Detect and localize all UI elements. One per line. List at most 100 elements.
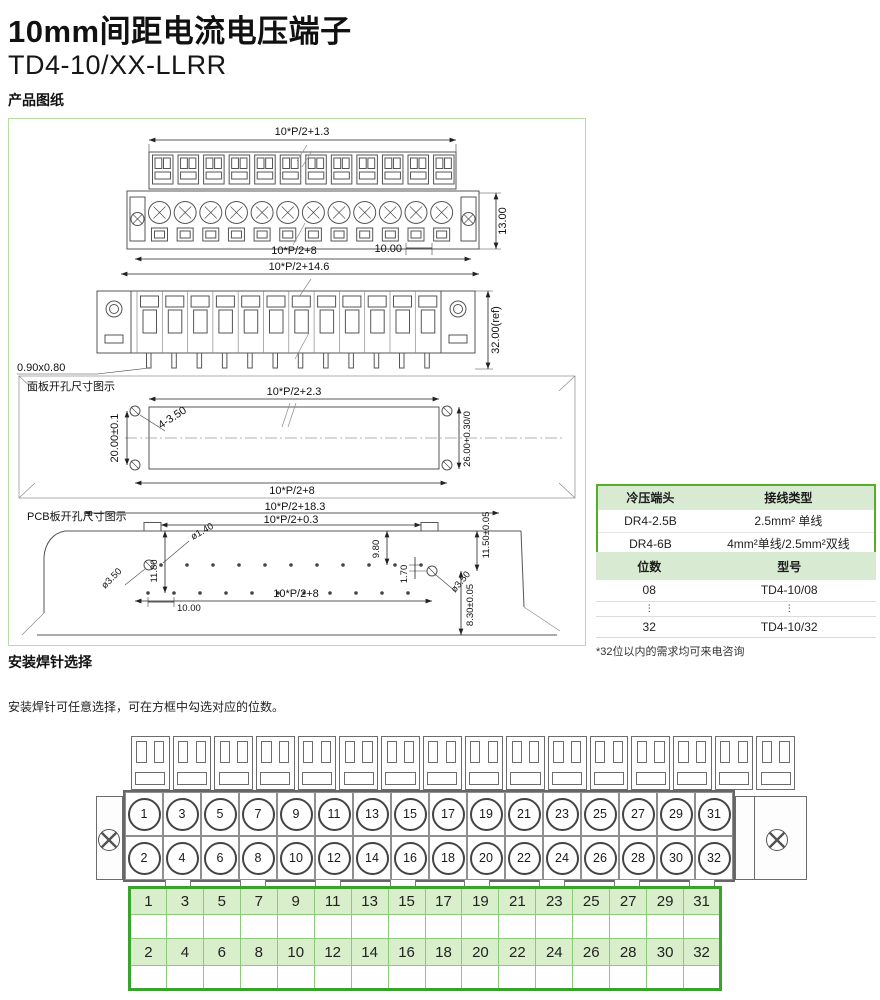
pin-circle: 7 — [241, 797, 275, 831]
checkbox-cell[interactable] — [461, 914, 500, 939]
position-number-cell: 15 — [387, 887, 426, 915]
pin-cell: 16 — [391, 836, 429, 880]
position-number-cell: 32 — [683, 938, 721, 966]
pin-circle: 21 — [507, 797, 541, 831]
checkbox-cell[interactable] — [646, 965, 685, 990]
product-drawing-panel: 10*P/2+1.3 13.00 — [8, 118, 586, 646]
position-number-cell: 29 — [646, 887, 685, 915]
pin-number: 11 — [326, 807, 342, 821]
dim-pcb-pitch: 10.00 — [177, 603, 201, 614]
pin-circle: 16 — [393, 841, 427, 875]
pin-number: 16 — [402, 851, 418, 865]
checkbox-cell[interactable] — [424, 914, 463, 939]
position-number-cell: 27 — [609, 887, 648, 915]
pin-circle: 14 — [355, 841, 389, 875]
position-number-cell: 13 — [350, 887, 389, 915]
position-number-cell: 17 — [424, 887, 463, 915]
position-number-cell: 1 — [129, 887, 167, 915]
position-number-cell: 14 — [350, 938, 389, 966]
pin-circle: 8 — [241, 841, 275, 875]
pin-number: 3 — [177, 807, 187, 821]
panel-view-label: 面板开孔尺寸图示 — [27, 379, 115, 393]
checkbox-cell[interactable] — [683, 914, 721, 939]
dim-front-pitch: 10.00 — [374, 243, 402, 255]
checkbox-cell[interactable] — [129, 965, 167, 990]
position-number-cell: 5 — [202, 887, 241, 915]
pin-cell: 15 — [391, 792, 429, 836]
pin-cell: 22 — [505, 836, 543, 880]
pin-cell: 8 — [239, 836, 277, 880]
position-number-cell: 2 — [129, 938, 167, 966]
dim-pcb-v-left: 11.80 — [149, 559, 160, 582]
checkbox-cell[interactable] — [313, 965, 352, 990]
position-number-cell: 3 — [165, 887, 204, 915]
checkbox-cell[interactable] — [387, 914, 426, 939]
dim-side-pin: 0.90x0.80 — [17, 362, 65, 374]
pin-cell: 4 — [163, 836, 201, 880]
pin-number: 1 — [139, 807, 149, 821]
pin-number: 6 — [215, 851, 225, 865]
checkbox-cell[interactable] — [683, 965, 721, 990]
wire-clamp — [381, 736, 420, 790]
checkbox-cell[interactable] — [609, 965, 648, 990]
dim-pcb-right-top: 11.50±0.05 — [481, 512, 492, 559]
position-number-cell: 6 — [202, 938, 241, 966]
pin-number: 9 — [291, 807, 301, 821]
model-code: TD4-10/XX-LLRR — [8, 50, 227, 80]
pin-number: 8 — [253, 851, 263, 865]
side-view: 32.00(ref) 0.90x0.80 — [17, 278, 502, 375]
crimp-model: DR4-6B — [598, 531, 703, 555]
dim-pcb-hole-left: ø3.50 — [99, 566, 124, 591]
checkbox-cell[interactable] — [276, 914, 315, 939]
pin-cell: 26 — [581, 836, 619, 880]
pin-cell: 10 — [277, 836, 315, 880]
checkbox-cell[interactable] — [609, 914, 648, 939]
wire-clamp — [631, 736, 670, 790]
pin-number: 22 — [516, 851, 532, 865]
checkbox-cell[interactable] — [424, 965, 463, 990]
checkbox-cell[interactable] — [276, 965, 315, 990]
checkbox-cell[interactable] — [239, 914, 278, 939]
position-number-cell: 20 — [461, 938, 500, 966]
pin-circle: 5 — [203, 797, 237, 831]
wire-clamp — [256, 736, 295, 790]
crimp-wiretype: 2.5mm² 单线 — [702, 508, 874, 532]
checkbox-cell[interactable] — [202, 965, 241, 990]
checkbox-cell[interactable] — [165, 965, 204, 990]
wire-clamp — [172, 736, 212, 790]
pin-number: 30 — [668, 851, 684, 865]
pin-number: 5 — [215, 807, 225, 821]
checkbox-cell[interactable] — [498, 965, 537, 990]
pin-number: 21 — [516, 807, 532, 821]
model-header-partnumber: 型号 — [702, 552, 876, 580]
pin-cell: 6 — [201, 836, 239, 880]
pin-number: 27 — [630, 807, 646, 821]
dim-front-top: 10*P/2+1.3 — [275, 126, 330, 138]
pin-number: 14 — [364, 851, 380, 865]
checkbox-cell[interactable] — [239, 965, 278, 990]
checkbox-cell[interactable] — [498, 914, 537, 939]
pin-number: 10 — [288, 851, 304, 865]
checkbox-cell[interactable] — [165, 914, 204, 939]
pin-circle: 23 — [545, 797, 579, 831]
checkbox-cell[interactable] — [350, 914, 389, 939]
ellipsis: ⋮ — [702, 601, 876, 617]
checkbox-cell[interactable] — [387, 965, 426, 990]
checkbox-cell[interactable] — [202, 914, 241, 939]
pin-number: 13 — [364, 807, 380, 821]
checkbox-cell[interactable] — [350, 965, 389, 990]
checkbox-cell[interactable] — [646, 914, 685, 939]
checkbox-cell[interactable] — [572, 965, 611, 990]
checkbox-cell[interactable] — [129, 914, 167, 939]
pin-circle: 6 — [203, 841, 237, 875]
checkbox-row — [129, 965, 721, 990]
checkbox-cell[interactable] — [461, 965, 500, 990]
checkbox-cell[interactable] — [572, 914, 611, 939]
checkbox-cell[interactable] — [535, 965, 574, 990]
pin-cell: 13 — [353, 792, 391, 836]
checkbox-cell[interactable] — [535, 914, 574, 939]
checkbox-cell[interactable] — [313, 914, 352, 939]
